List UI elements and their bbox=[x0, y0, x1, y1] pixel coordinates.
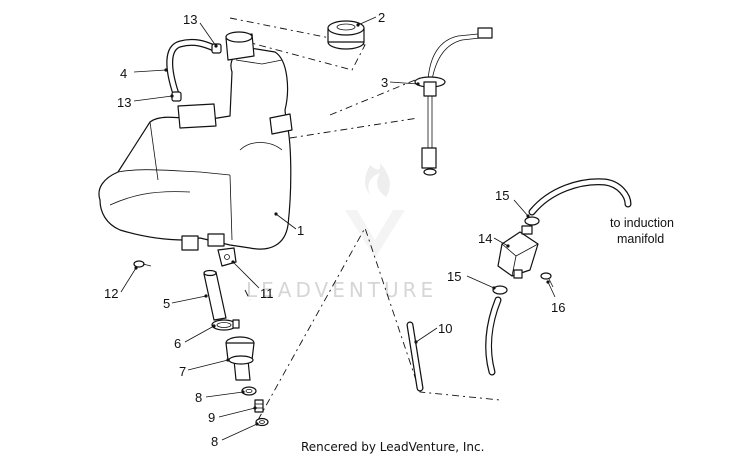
callout-2: 2 bbox=[378, 10, 385, 25]
callout-1: 1 bbox=[297, 223, 304, 238]
callout-10: 10 bbox=[438, 321, 452, 336]
callout-4: 4 bbox=[120, 66, 127, 81]
drain-tube bbox=[203, 269, 227, 321]
hose-clip-upper bbox=[211, 43, 222, 54]
callout-15-lower: 15 bbox=[447, 269, 461, 284]
leader-lines bbox=[120, 16, 556, 441]
drain-screw bbox=[254, 399, 264, 413]
assembly-lines bbox=[229, 17, 501, 421]
fuel-hose-right bbox=[485, 296, 502, 376]
vent-hose bbox=[166, 38, 218, 98]
valve-clip-upper bbox=[524, 216, 540, 226]
fuel-hose-left bbox=[406, 321, 424, 392]
fuel-level-sender bbox=[414, 27, 493, 176]
fuel-valve bbox=[497, 225, 539, 279]
credit-text: Rencered by LeadVenture, Inc. bbox=[301, 440, 484, 454]
callout-3: 3 bbox=[381, 75, 388, 90]
callout-5: 5 bbox=[163, 296, 170, 311]
screw-right bbox=[540, 272, 554, 288]
note-line-1: to induction bbox=[610, 216, 674, 230]
fuel-fitting bbox=[225, 336, 255, 381]
watermark-text: LEADVENTURE bbox=[246, 278, 437, 302]
callout-12: 12 bbox=[104, 286, 118, 301]
callout-7: 7 bbox=[179, 364, 186, 379]
callout-11: 11 bbox=[260, 286, 274, 301]
callout-6: 6 bbox=[174, 336, 181, 351]
callout-13-upper: 13 bbox=[183, 12, 197, 27]
filler-cap bbox=[327, 20, 365, 50]
washer-lower bbox=[255, 417, 269, 427]
callout-16: 16 bbox=[551, 300, 565, 315]
callout-13-lower: 13 bbox=[117, 95, 131, 110]
fuel-tank bbox=[98, 31, 293, 251]
watermark-logo bbox=[345, 163, 405, 258]
note-line-2: manifold bbox=[617, 232, 664, 246]
screw-left bbox=[133, 260, 152, 268]
hose-clamp bbox=[211, 319, 240, 331]
vacuum-hose bbox=[528, 178, 632, 216]
callout-8-lower: 8 bbox=[211, 434, 218, 449]
callout-14: 14 bbox=[478, 231, 492, 246]
valve-clip-lower bbox=[492, 285, 508, 295]
callout-8-upper: 8 bbox=[195, 390, 202, 405]
callout-9: 9 bbox=[208, 410, 215, 425]
callout-15-upper: 15 bbox=[495, 188, 509, 203]
